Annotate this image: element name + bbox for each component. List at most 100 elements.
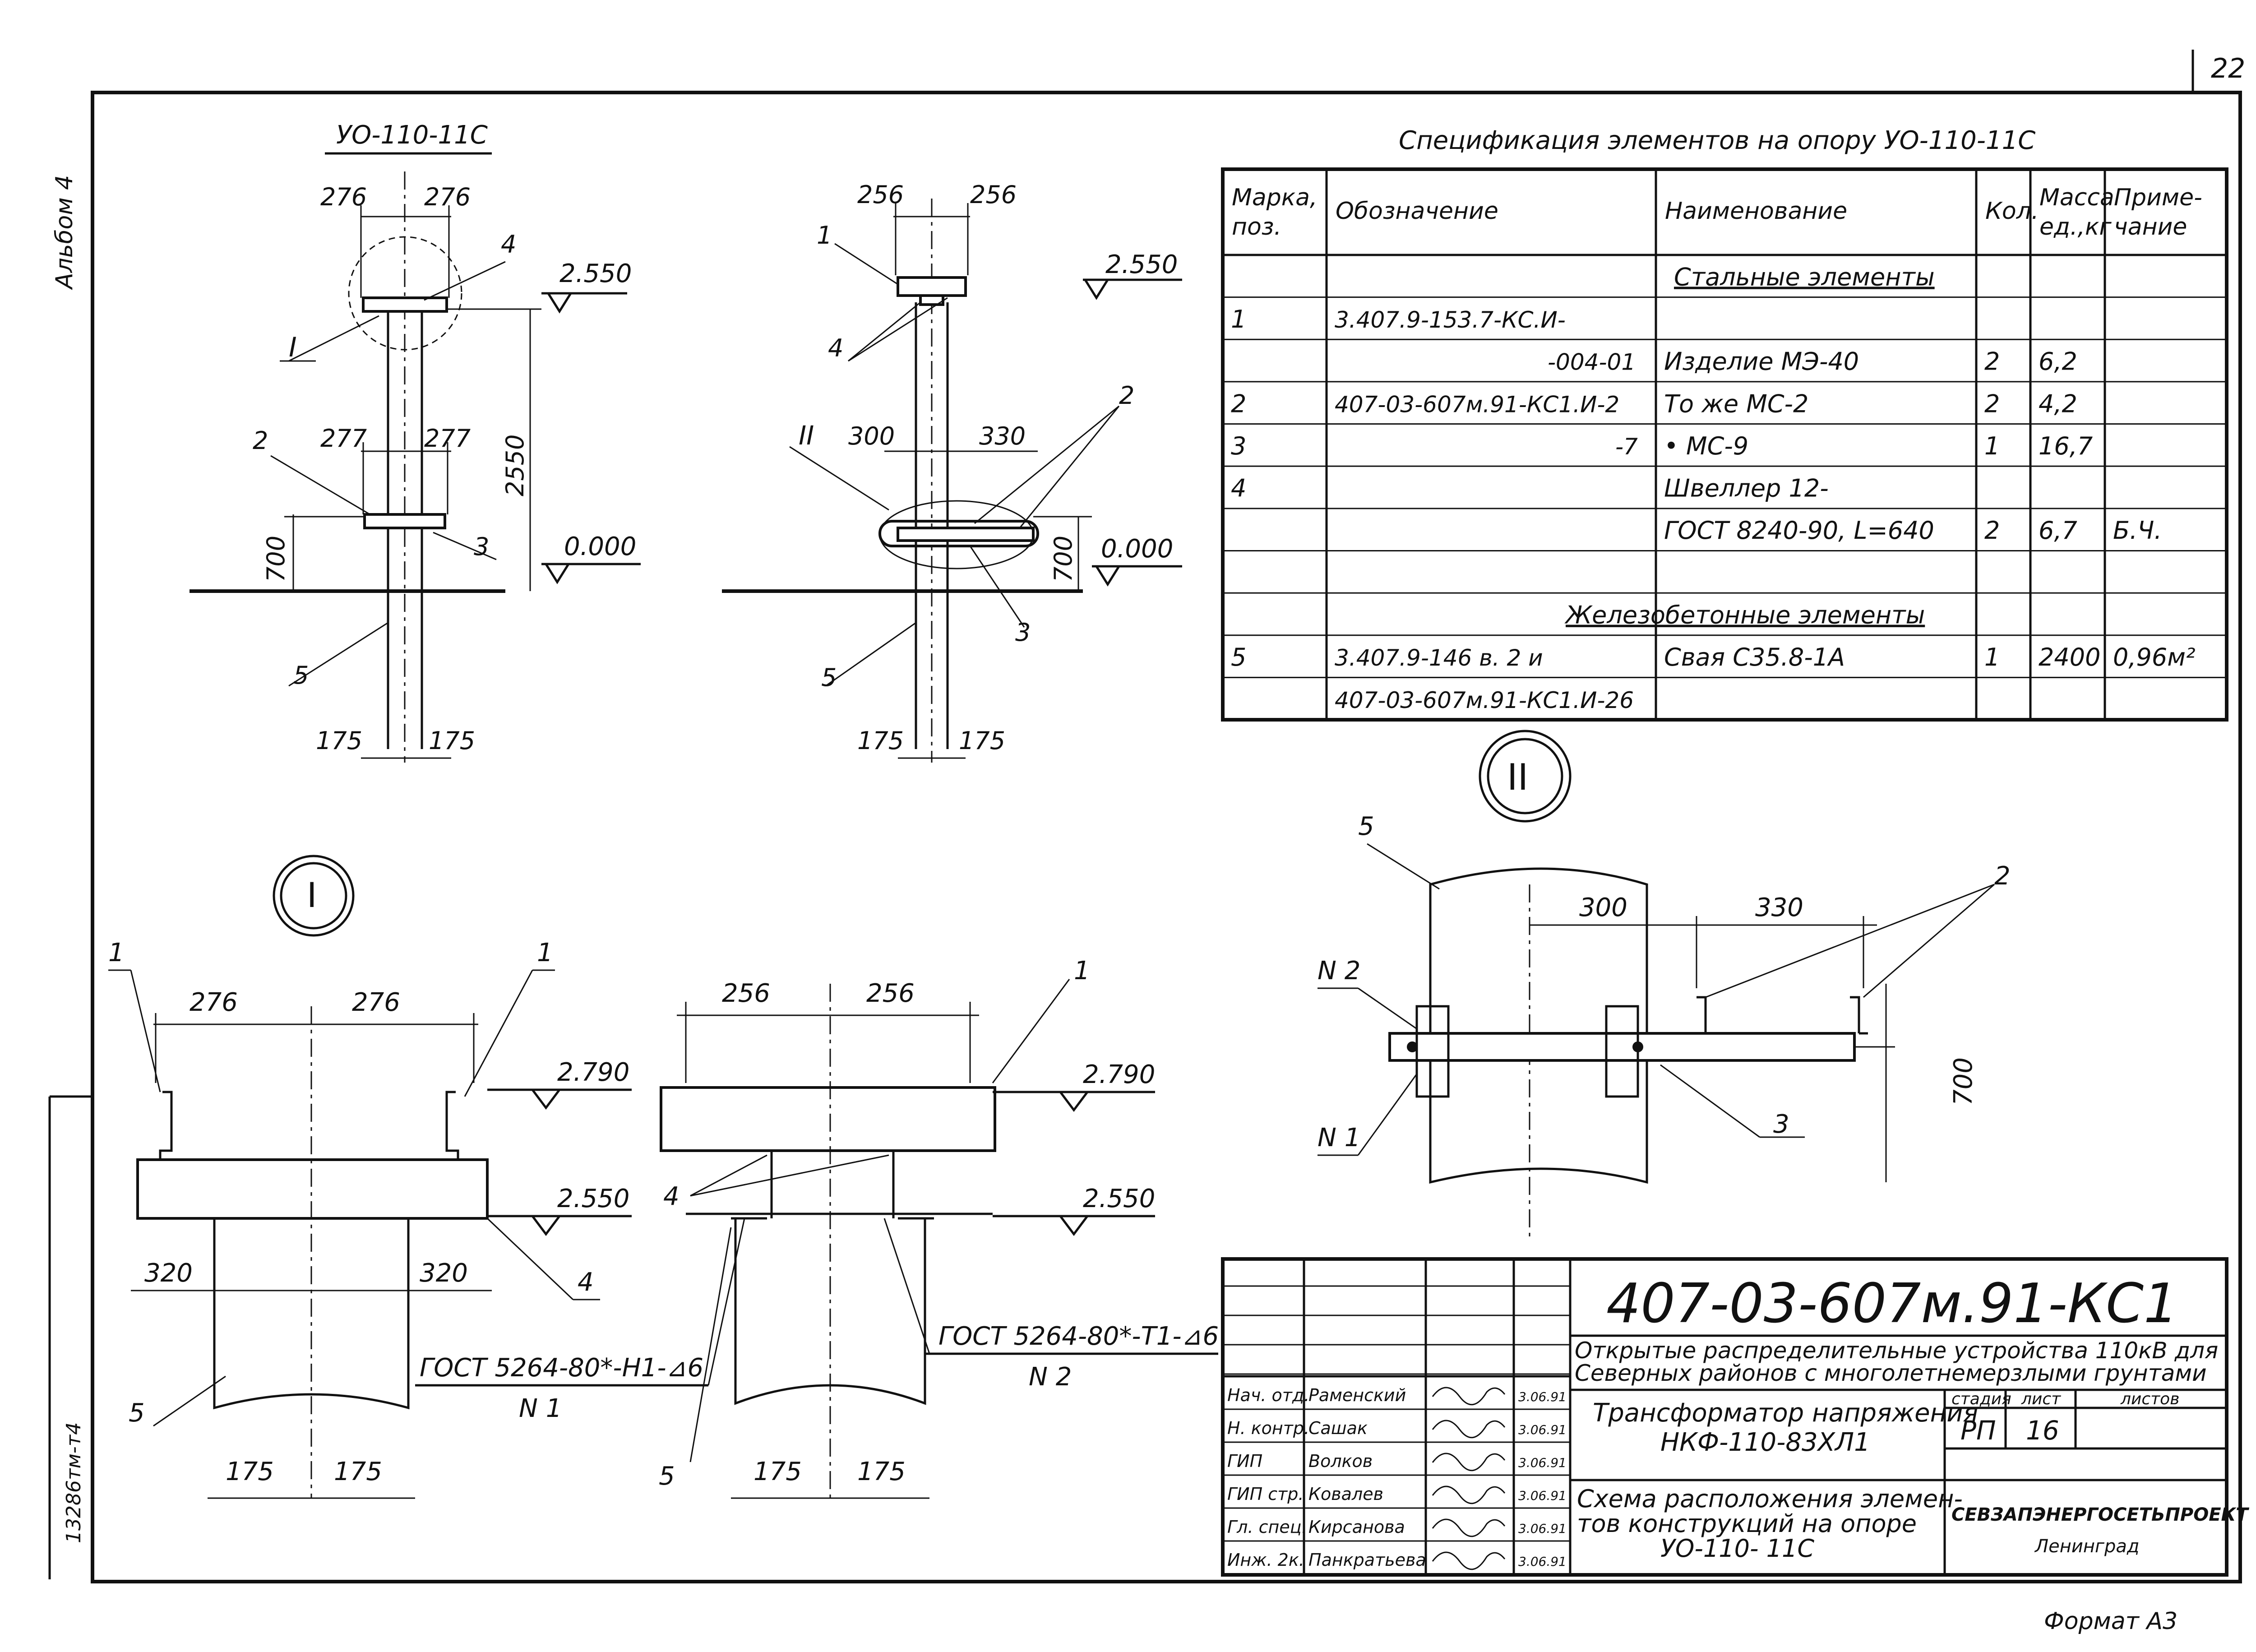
staff-role: ГИП [1227,1451,1262,1471]
position-mark: 1 [1074,956,1090,986]
spec-cell: 1 [1984,432,2000,460]
level-mark: 2.550 [1105,250,1178,279]
spec-cell: -004-01 [1548,349,1636,375]
spec-cell: 407-03-607м.91-КС1.И-26 [1335,687,1634,713]
sheet-frame [91,91,2242,1583]
spec-cell: • МС-9 [1664,432,1748,460]
position-mark: 1 [537,938,553,967]
dim-text: 175 [959,727,1005,755]
spec-table: Спецификация элементов на опору УО-110-1… [1221,126,2228,722]
staff-date: 3.06.91 [1518,1422,1567,1437]
view-top-left: УО-110-11С 276 276 277 277 175 175 2550 [190,120,641,763]
dim-text: 700 [1049,536,1077,582]
level-mark: 2.790 [557,1058,629,1087]
position-mark: 1 [817,221,832,250]
view-title: УО-110-11С [336,120,488,150]
spec-cell: 4,2 [2039,389,2077,418]
signature [1432,1453,1506,1472]
signature [1432,1420,1506,1439]
detail-label: II [1507,756,1528,798]
spec-header: Наименование [1665,198,1847,225]
dim-text: 276 [320,183,367,211]
position-mark: 3 [1015,618,1031,647]
staff-role: Н. контр. [1227,1418,1309,1438]
detail-label: I [307,875,317,915]
org-city: Ленинград [2034,1536,2140,1557]
staff-name: Панкратьева [1308,1550,1426,1570]
sheet-value: 16 [2026,1415,2059,1446]
spec-cell: -7 [1615,434,1638,460]
staff-name: Ковалев [1308,1484,1383,1504]
dim-text: 300 [1579,893,1627,922]
level-mark: 2.550 [1083,1184,1155,1213]
dim-text: 300 [848,422,895,450]
staff-name: Раменский [1308,1385,1406,1405]
weld-id: N 1 [1318,1123,1360,1152]
spec-cell: 4 [1231,474,1246,503]
dim-text: 175 [316,727,362,755]
position-mark: 4 [578,1268,594,1297]
position-mark: 5 [293,661,309,689]
staff-name: Сашак [1308,1418,1368,1438]
title-block: Нач. отд.Раменский 3.06.91 Н. контр.Сашак 3… [1221,1257,2249,1577]
level-mark: 2.550 [557,1184,629,1213]
position-mark: 3 [1773,1110,1789,1139]
spec-cell: Изделие МЭ-40 [1664,347,1859,376]
dim-text: 700 [262,536,290,582]
position-mark: 5 [129,1398,145,1428]
position-mark: 2 [253,426,268,455]
spec-cell: 1 [1231,305,1246,333]
spec-title: Спецификация элементов на опору УО-110-1… [1399,126,2035,155]
project-title-2: Северных районов с многолетнемерзлыми гр… [1575,1360,2207,1386]
position-mark: 3 [474,532,489,561]
staff-role: ГИП стр. [1227,1484,1304,1504]
signature [1432,1485,1506,1504]
dim-text: 256 [857,180,904,209]
staff-date: 3.06.91 [1518,1389,1567,1404]
org-name: СЕВЗАПЭНЕРГОСЕТЬПРОЕКТ [1951,1504,2249,1525]
weld-id: N 2 [1318,956,1360,986]
stage-label: стадия [1951,1390,2011,1408]
staff-date: 3.06.91 [1518,1521,1567,1536]
level-mark: 0.000 [564,532,636,561]
view-top-mid: 256 256 300 330 II 700 2.550 0.000 175 1… [722,180,1182,763]
position-mark: 4 [828,334,843,362]
staff-date: 3.06.91 [1518,1488,1567,1503]
spec-cell: 16,7 [2039,432,2093,460]
spec-cell: 2 [1984,516,2000,545]
dim-text: 320 [420,1259,468,1288]
dim-text: 277 [320,424,367,453]
spec-cell: 2 [1984,347,2000,376]
position-mark: 5 [1358,812,1374,841]
staff-role: Нач. отд. [1227,1385,1309,1405]
spec-header: ед.,кг [2039,213,2112,241]
dim-text: 276 [352,988,400,1017]
weld-id: N 1 [519,1394,562,1423]
spec-cell: 1 [1984,643,2000,671]
dim-text: 175 [857,1457,906,1486]
spec-cell: 3.407.9-153.7-КС.И- [1335,307,1566,333]
position-mark: 5 [659,1462,675,1491]
weld-note: ГОСТ 5264-80*-Т1-⊿6 [938,1322,1219,1351]
spec-header: Кол. [1985,198,2039,225]
staff-role: Инж. 2к. [1227,1550,1304,1570]
spec-header: Приме- [2114,184,2202,211]
dim-text: 320 [144,1259,193,1288]
signature [1432,1551,1506,1570]
sheet-label: лист [2021,1390,2061,1408]
object-title: Трансформатор напряжения [1593,1398,1978,1428]
sheet-number: 22 [2211,53,2245,84]
staff-name: Кирсанова [1308,1517,1405,1537]
level-mark: 2.790 [1083,1060,1155,1089]
spec-cell: 5 [1231,643,1246,671]
dim-text: 175 [429,727,475,755]
staff-name: Волков [1308,1451,1373,1471]
dim-text: 277 [424,424,471,453]
node-mark: II [799,420,814,451]
spec-cell: Б.Ч. [2113,516,2162,545]
detail-I: I 276 276 320 320 175 175 2.790 2.550 1 … [108,855,745,1499]
weld-note: ГОСТ 5264-80*-Н1-⊿6 [420,1353,703,1383]
spec-cell: То же МС-2 [1664,389,1808,418]
dim-text: 175 [334,1457,382,1486]
